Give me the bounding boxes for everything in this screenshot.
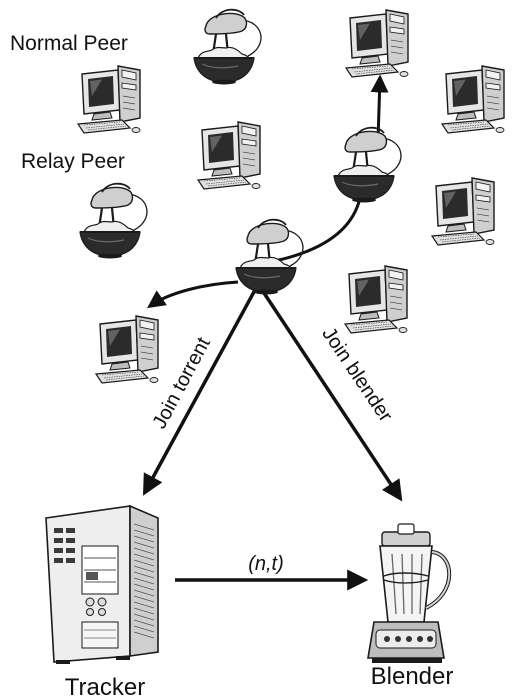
normal-peer-label: Normal Peer	[10, 32, 128, 55]
relay-peer-label: Relay Peer	[21, 150, 125, 173]
blender-icon	[366, 522, 452, 665]
relay-to-peer-arrow-left	[147, 280, 239, 309]
computer-icon	[197, 121, 261, 190]
server-tower-icon	[45, 505, 159, 665]
join-torrent-arrow	[142, 289, 257, 496]
computer-icon	[345, 9, 409, 78]
relay-to-relay-path	[269, 197, 362, 264]
computer-icon	[344, 265, 408, 334]
hand-mixer-icon	[332, 126, 403, 204]
computer-icon	[95, 315, 159, 384]
tracker-label: Tracker	[65, 674, 145, 698]
computer-icon	[431, 177, 495, 246]
computer-icon	[441, 65, 505, 134]
relay-to-peer-arrow-up	[370, 74, 389, 141]
message-label: (n,t)	[248, 553, 284, 575]
join-blender-arrow	[260, 289, 403, 502]
computer-icon	[77, 65, 141, 134]
blender-label: Blender	[371, 663, 454, 690]
join-blender-label: Join blender	[317, 323, 396, 426]
hand-mixer-icon	[78, 182, 149, 260]
hand-mixer-icon	[192, 8, 263, 86]
